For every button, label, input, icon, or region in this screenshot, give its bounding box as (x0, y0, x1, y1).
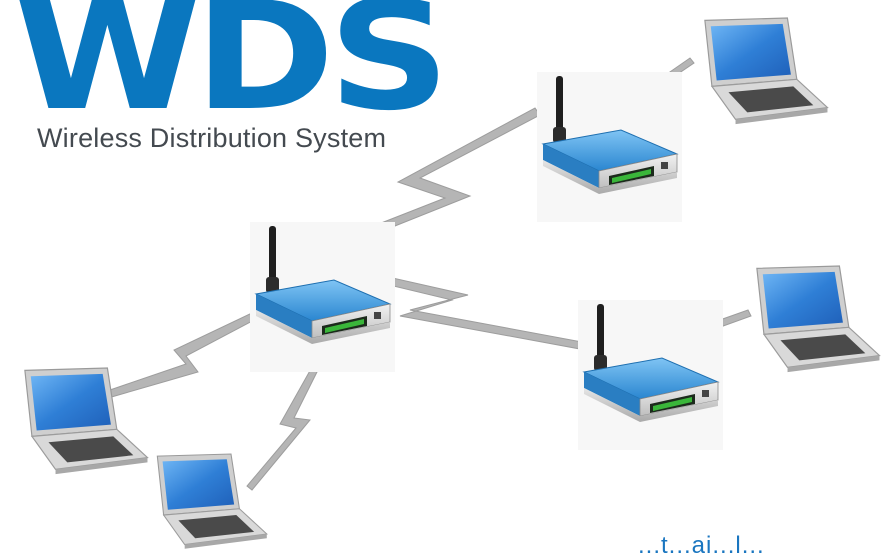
laptop-icon (156, 453, 268, 550)
router-icon (249, 221, 396, 373)
diagram-subtitle: Wireless Distribution System (37, 123, 387, 153)
laptop-icon (704, 17, 829, 125)
router-icon (536, 71, 683, 223)
wireless-link-icon (103, 311, 259, 399)
diagram-title: WDS (14, 0, 450, 144)
watermark-text: ...t...ai...l... (638, 532, 765, 559)
router-icon (577, 299, 724, 451)
laptop-icon (756, 265, 881, 373)
wireless-link-icon (246, 359, 323, 491)
